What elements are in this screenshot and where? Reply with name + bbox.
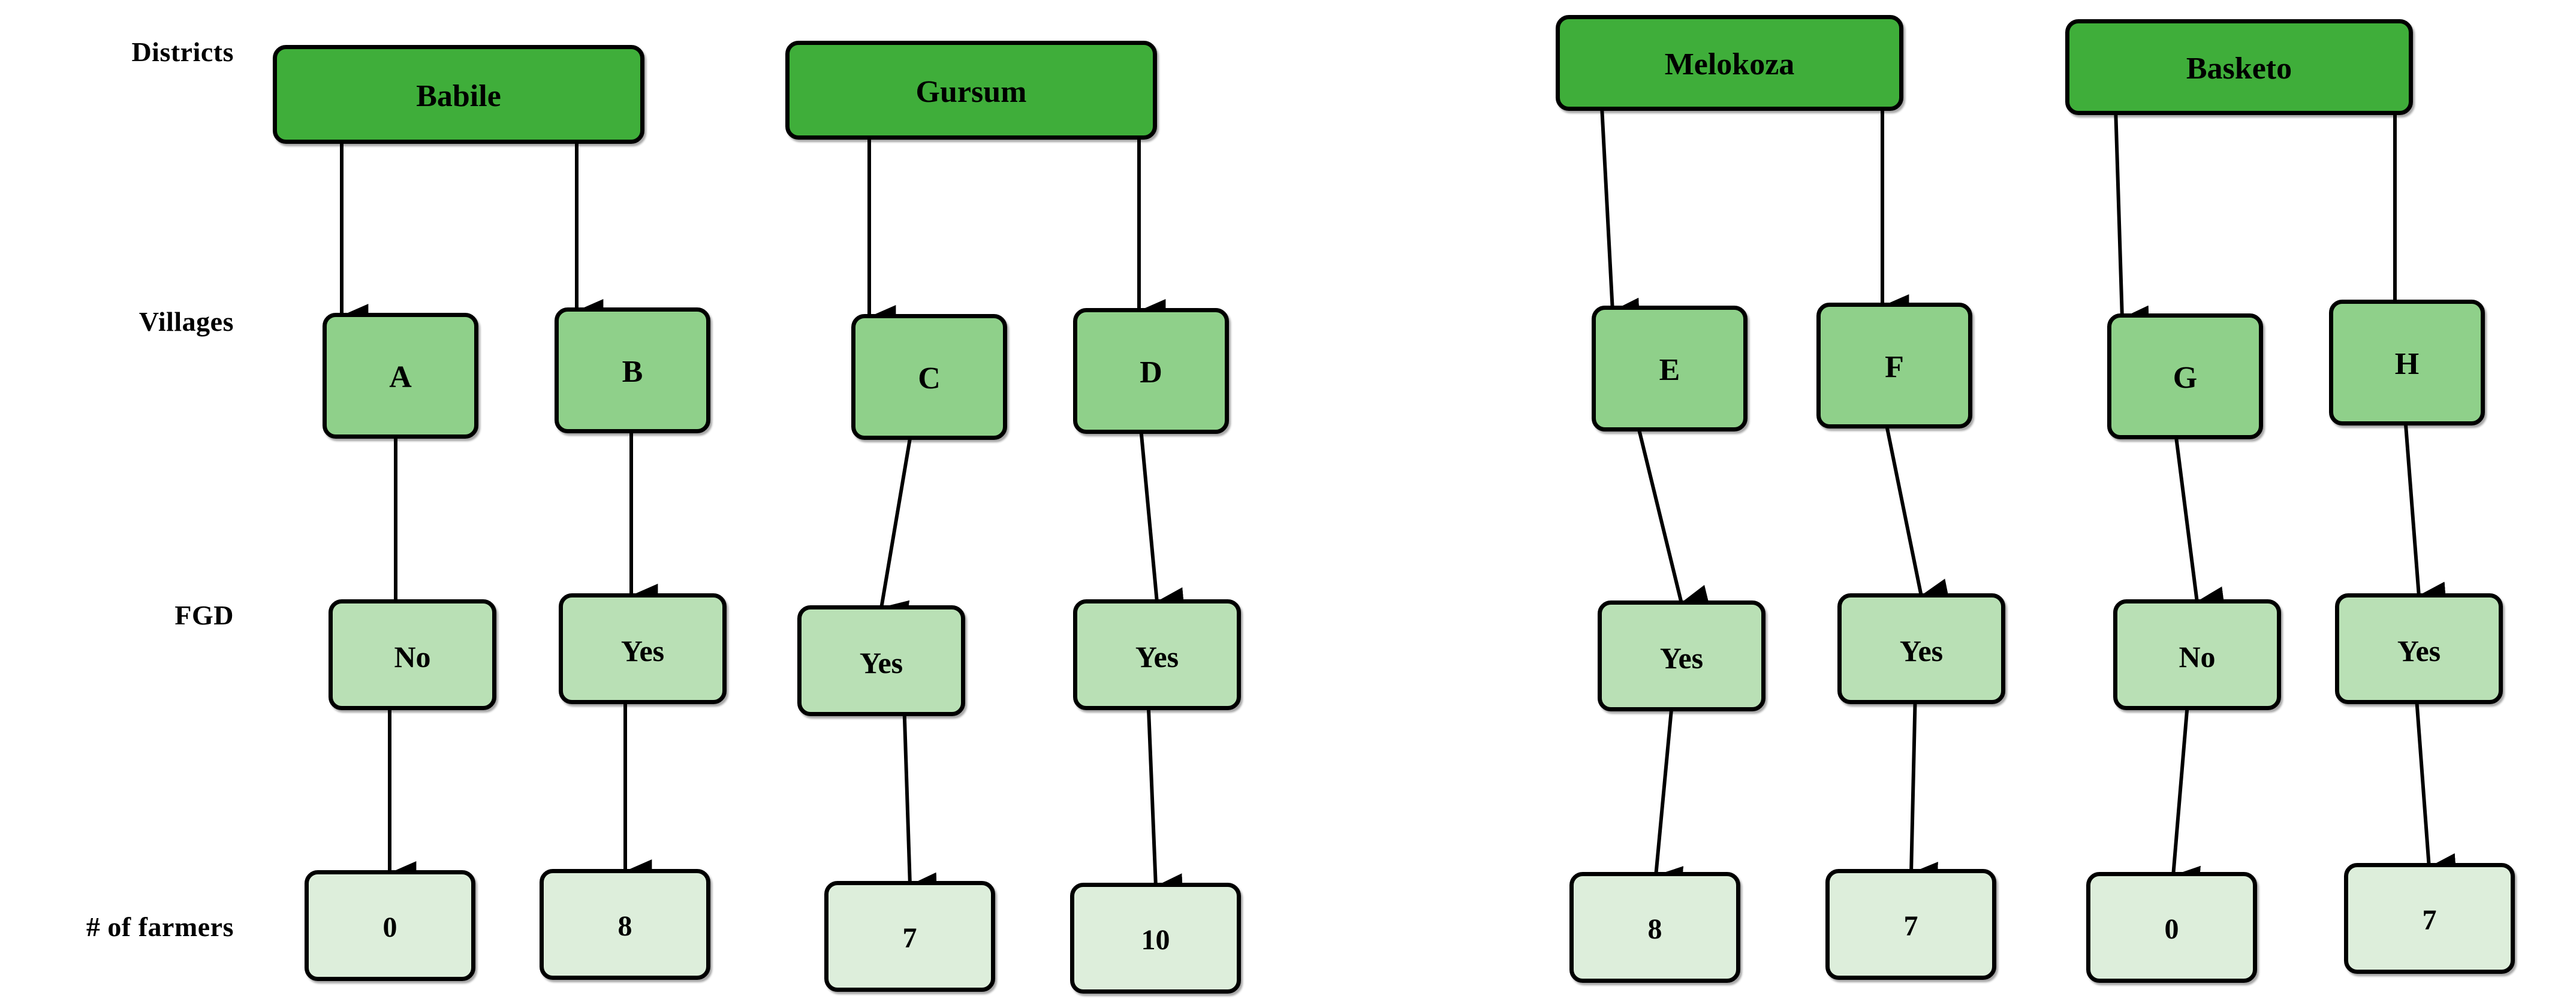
fgd-box-fgd-f[interactable]: Yes [1837,593,2005,704]
village-box-b[interactable]: B [555,307,710,433]
farmer-count-box-label: 8 [1647,913,1662,945]
village-box-label: G [2173,361,2198,395]
connector-d-to-fgd-d [1137,408,1185,612]
farmer-count-box-cnt-d[interactable]: 10 [1070,883,1241,994]
fgd-box-fgd-h[interactable]: Yes [2335,593,2503,704]
connector-e-to-fgd-e [1632,407,1711,609]
district-box-label: Melokoza [1664,47,1795,82]
connector-fgd-e-to-cnt-e [1653,696,1684,892]
farmer-count-box-cnt-h[interactable]: 7 [2344,863,2515,974]
district-box-label: Basketo [2186,52,2292,86]
district-box-melokoza[interactable]: Melokoza [1556,15,1903,111]
fgd-box-fgd-d[interactable]: Yes [1073,599,1241,710]
farmer-count-box-cnt-a[interactable]: 0 [305,870,475,981]
village-box-d[interactable]: D [1073,308,1229,434]
village-box-label: A [389,360,412,394]
fgd-box-fgd-c[interactable]: Yes [797,605,965,716]
fgd-box-label: Yes [1899,633,1944,668]
village-box-label: C [918,361,941,396]
fgd-box-label: Yes [859,645,903,680]
connector-fgd-d-to-cnt-d [1146,695,1183,899]
row-label-fgd: FGD [174,600,234,630]
village-box-g[interactable]: G [2107,313,2263,439]
row-label-districts: Districts [131,37,234,67]
village-box-label: H [2394,347,2420,381]
connector-basketo-to-g [2113,88,2150,331]
farmer-count-box-label: 0 [2164,913,2179,945]
connector-c-to-fgd-c [879,413,916,626]
farmer-count-box-cnt-c[interactable]: 7 [824,881,995,992]
farmer-count-box-label: 8 [617,910,632,942]
village-box-e[interactable]: E [1592,306,1748,431]
fgd-box-label: Yes [1659,641,1704,675]
connector-fgd-h-to-cnt-h [2414,690,2457,879]
village-box-label: B [622,355,643,389]
connector-f-to-fgd-f [1881,404,1950,603]
farmer-count-box-cnt-g[interactable]: 0 [2086,872,2257,983]
village-box-label: D [1140,355,1162,390]
farmer-count-box-label: 7 [902,922,917,954]
fgd-box-label: Yes [620,633,665,668]
farmer-count-box-label: 7 [1903,910,1918,942]
fgd-box-fgd-g[interactable]: No [2113,599,2281,710]
village-box-h[interactable]: H [2329,300,2485,425]
district-box-babile[interactable]: Babile [273,45,644,144]
fgd-box-fgd-b[interactable]: Yes [559,593,727,704]
district-box-gursum[interactable]: Gursum [785,41,1157,140]
farmer-count-box-label: 7 [2422,904,2437,936]
connector-fgd-c-to-cnt-c [902,701,938,898]
fgd-box-fgd-a[interactable]: No [329,599,496,710]
connector-group [339,83,2457,899]
fgd-box-fgd-e[interactable]: Yes [1598,600,1765,711]
farmer-count-box-cnt-e[interactable]: 8 [1569,872,1740,983]
village-box-label: F [1885,350,1904,384]
connector-h-to-fgd-h [2402,401,2447,607]
district-box-basketo[interactable]: Basketo [2065,19,2413,115]
farmer-count-box-cnt-b[interactable]: 8 [540,869,710,980]
village-box-label: E [1659,353,1680,387]
district-box-label: Gursum [915,74,1027,109]
row-label-farmers: # of farmers [86,912,234,942]
farmer-count-box-cnt-f[interactable]: 7 [1825,869,1996,980]
connector-fgd-f-to-cnt-f [1909,690,1938,888]
fgd-box-label: Yes [1135,639,1179,674]
district-box-label: Babile [416,79,501,113]
farmer-count-box-label: 0 [382,911,397,943]
connector-g-to-fgd-g [2171,413,2225,612]
village-box-c[interactable]: C [851,314,1007,440]
connector-fgd-g-to-cnt-g [2171,696,2201,891]
row-label-villages: Villages [138,306,234,337]
connector-melokoza-to-e [1599,83,1640,323]
fgd-box-label: Yes [2397,633,2441,668]
fgd-box-label: No [394,639,431,674]
village-box-f[interactable]: F [1816,303,1972,428]
farmer-count-box-label: 10 [1141,924,1170,956]
fgd-box-label: No [2179,639,2216,674]
village-box-a[interactable]: A [323,313,478,439]
